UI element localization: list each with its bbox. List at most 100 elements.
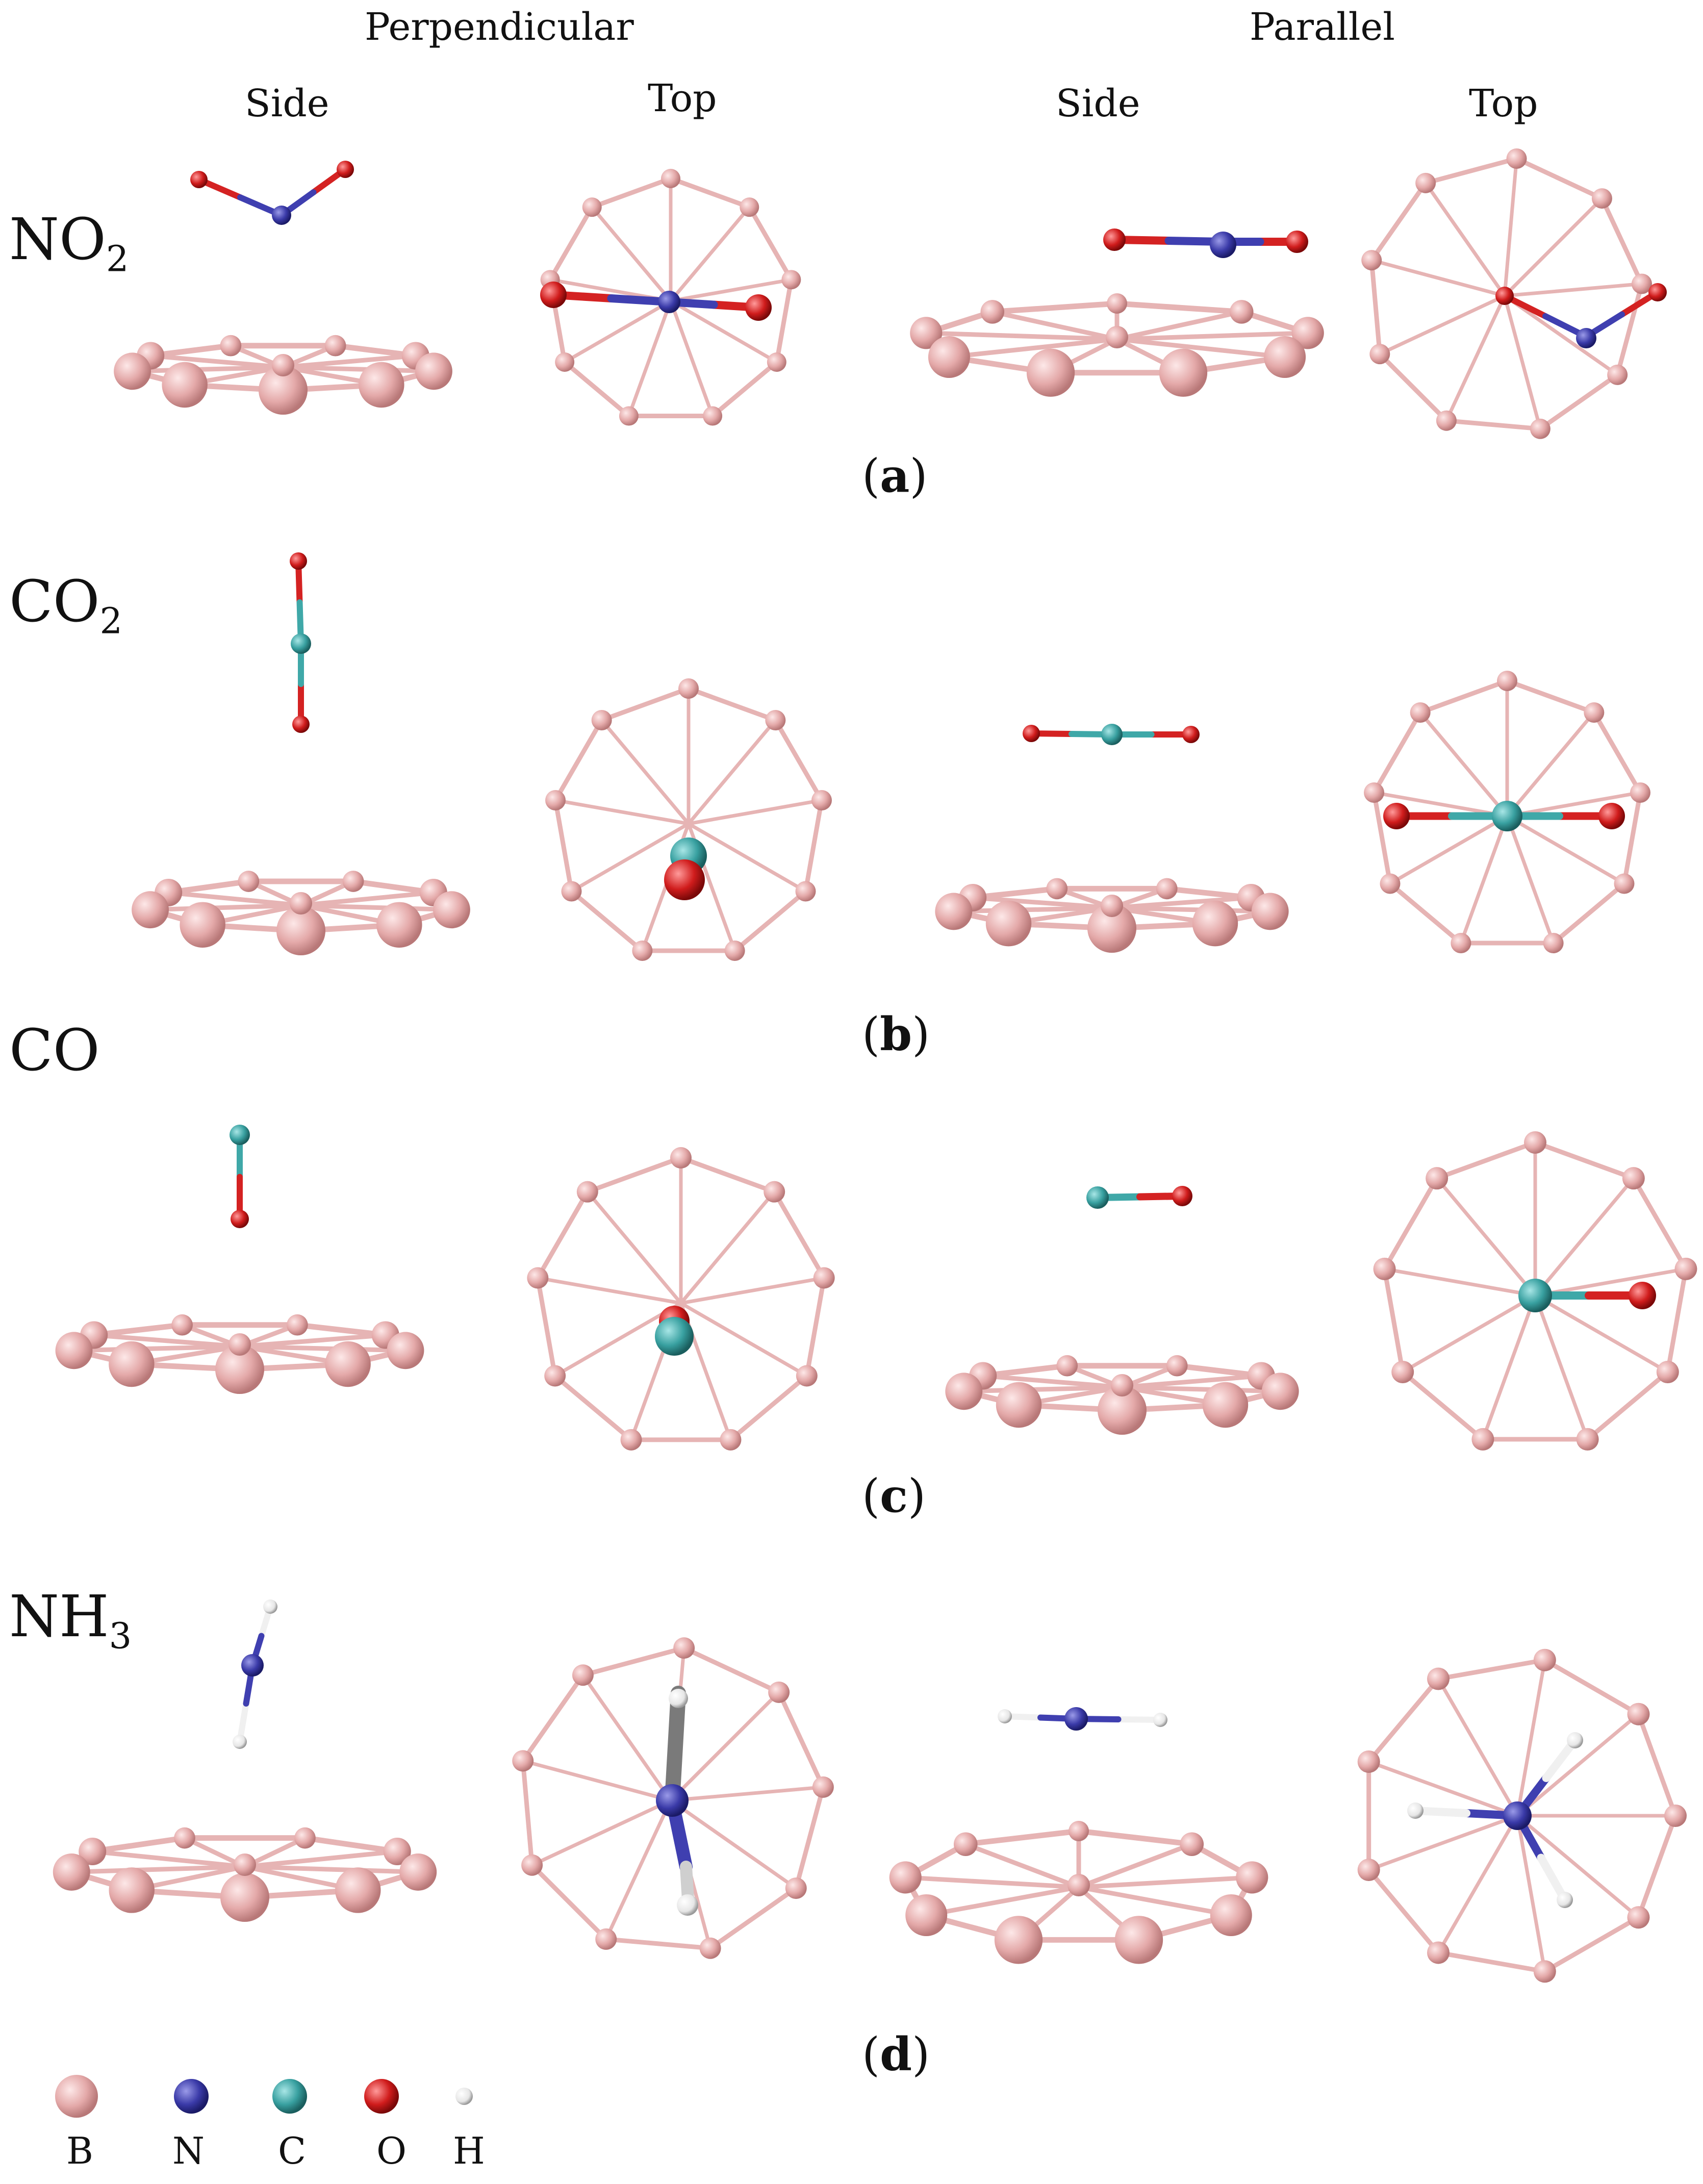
nh3-perp-top-boron-atom xyxy=(673,1637,695,1659)
co2-para-top-boron-atom xyxy=(1451,933,1471,954)
co-para-top-spoke-bond xyxy=(1533,1267,1688,1298)
nh3-perp-top-boron-atom xyxy=(572,1664,594,1686)
nh3-para-top-boron-atom xyxy=(1627,1906,1650,1929)
nitrogen-atom xyxy=(272,206,291,225)
subheader-top-perpendicular: Top xyxy=(648,77,717,120)
co-perp-top-boron-atom xyxy=(620,1429,642,1451)
no2-para-top-ring-bond xyxy=(1369,258,1382,357)
co2-para-top-boron-atom xyxy=(1630,782,1650,803)
co-perp-top-spoke-bond xyxy=(679,1276,826,1305)
nh3-para-side-spoke-bond xyxy=(1076,1875,1255,1890)
co-perp-top-boron-atom xyxy=(527,1267,549,1289)
oxygen-atom xyxy=(1286,231,1308,253)
nh3-para-top-ring-bond xyxy=(1636,1712,1678,1818)
nh3-perp-top-spoke-bond xyxy=(581,1673,673,1802)
co-para-top-ring-bond xyxy=(1665,1266,1688,1375)
nh3-perp-top-spoke-bond xyxy=(604,1798,673,1941)
no2-para-top-boron-atom xyxy=(1415,172,1436,193)
co2-para-top-boron-atom xyxy=(1410,702,1431,723)
nh3-perp-top-ring-bond xyxy=(520,1758,535,1868)
nh3-perp-top-spoke-bond xyxy=(530,1798,673,1867)
co2-perp-top-boron-atom xyxy=(561,881,582,902)
co2-perp-top-spoke-bond xyxy=(600,718,691,826)
co-perp-top-spoke-bond xyxy=(679,1190,776,1305)
nh3-para-side-boron-atom xyxy=(1180,1832,1204,1857)
carbon-atom xyxy=(1518,1279,1552,1312)
no2-perp-top-spoke-bond xyxy=(669,299,715,418)
nh3-para-side-spoke-bond xyxy=(924,1885,1081,1918)
no2-para-top-spoke-bond xyxy=(1378,294,1507,356)
hydrogen-atom xyxy=(998,1709,1012,1723)
header-parallel: Parallel xyxy=(1250,5,1395,49)
co2-perp-top-boron-atom xyxy=(724,941,745,961)
co-perp-top-boron-atom xyxy=(720,1429,742,1451)
co-perp-top-ring-bond xyxy=(552,1374,634,1442)
co-perp-top-boron-atom xyxy=(670,1147,692,1169)
no2-para-top-ring-bond xyxy=(1444,418,1543,431)
co-para-side-ring-bond xyxy=(1174,1363,1264,1379)
no2-para-side-spoke-bond xyxy=(1114,331,1310,342)
co-perp-side-boron-atom xyxy=(287,1314,308,1336)
co2-perp-top-boron-atom xyxy=(545,790,566,810)
no2-perp-top-spoke-bond xyxy=(590,205,673,303)
co2-perp-side-spoke-bond xyxy=(148,903,303,912)
co2-perp-top-ring-bond xyxy=(569,889,645,953)
no2-para-side-spoke-bond xyxy=(1114,309,1244,342)
no2-para-side-boron-atom xyxy=(928,336,970,378)
co2-para-top-spoke-bond xyxy=(1505,710,1596,818)
co-para-top-boron-atom xyxy=(1426,1167,1448,1190)
no2-para-side-boron-atom xyxy=(980,300,1005,324)
nh3-para-top-ring-bond xyxy=(1436,1950,1547,1974)
legend-label-h: H xyxy=(453,2129,485,2172)
no2-perp-side-boron-atom xyxy=(220,335,242,357)
co-perp-top-ring-bond xyxy=(535,1276,557,1378)
no2-perp-top-boron-atom xyxy=(781,270,801,290)
no2-perp-side-boron-center-atom xyxy=(272,354,294,376)
nh3-perp-top-boron-atom xyxy=(699,1937,721,1959)
no2-perp-top-ring-bond xyxy=(590,176,673,210)
co2-para-top-ring-bond xyxy=(1388,881,1463,946)
co2-perp-side-boron-atom xyxy=(342,871,364,892)
no2-para-top-boron-atom xyxy=(1607,364,1628,385)
co-para-side-spoke-bond xyxy=(980,1374,1125,1390)
no2-perp-top-boron-atom xyxy=(555,352,575,372)
no2-para-side-spoke-bond xyxy=(947,337,1120,360)
nh3-para-top-boron-atom xyxy=(1427,1667,1450,1690)
co2-perp-top-ring-bond xyxy=(773,718,824,803)
co2-para-top-boron-atom xyxy=(1380,873,1401,894)
no2-para-top-boron-atom xyxy=(1506,148,1527,169)
no2-perp-side-boron-atom xyxy=(259,366,308,415)
nh3-perp-top-ring-bond xyxy=(580,1645,687,1678)
nh3-para-side-boron-center-atom xyxy=(1067,1874,1090,1896)
nh3-perp-top-spoke-bond xyxy=(669,1798,798,1890)
co-perp-top-boron-atom xyxy=(796,1365,818,1387)
molecule-label-co: CO xyxy=(9,1018,100,1084)
nh3-perp-side-boron-atom xyxy=(399,1853,437,1891)
hydrogen-atom xyxy=(1567,1732,1583,1748)
oxygen-atom xyxy=(1383,803,1410,829)
no2-para-top-ring-bond xyxy=(1599,196,1644,286)
nh3-perp-top-boron-atom xyxy=(512,1750,534,1772)
no2-para-top-boron-atom xyxy=(1591,188,1612,209)
co2-para-top-ring-bond xyxy=(1621,790,1643,886)
no2-para-side-boron-center-atom xyxy=(1106,326,1128,348)
no2-para-top-spoke-bond xyxy=(1503,196,1604,298)
nh3-para-top-boron-atom xyxy=(1533,1648,1556,1671)
nh3-para-top-spoke-bond xyxy=(1367,1760,1519,1818)
nh3-para-side-spoke-bond xyxy=(1076,1842,1194,1890)
co2-para-side-ring-bond xyxy=(970,885,1060,901)
no2-perp-top-spoke-bond xyxy=(669,205,751,303)
co2-para-top-spoke-bond xyxy=(1372,791,1509,818)
co2-perp-top-spoke-bond xyxy=(570,822,691,893)
nitrogen-atom xyxy=(241,1654,264,1677)
legend-h-atom xyxy=(455,2088,473,2105)
nh3-perp-side-boron-atom xyxy=(335,1867,381,1913)
no2-perp-side-spoke-bond xyxy=(281,353,418,370)
co2-perp-top-spoke-bond xyxy=(687,822,807,893)
co-perp-top-ring-bond xyxy=(535,1189,590,1281)
co-perp-side-ring-bond xyxy=(91,1322,185,1338)
co2-para-side-boron-atom xyxy=(1192,900,1238,947)
co2-para-side-ring-bond xyxy=(1164,885,1254,901)
no2-perp-top-spoke-bond xyxy=(669,299,779,364)
co-perp-side-boron-atom xyxy=(109,1341,155,1387)
